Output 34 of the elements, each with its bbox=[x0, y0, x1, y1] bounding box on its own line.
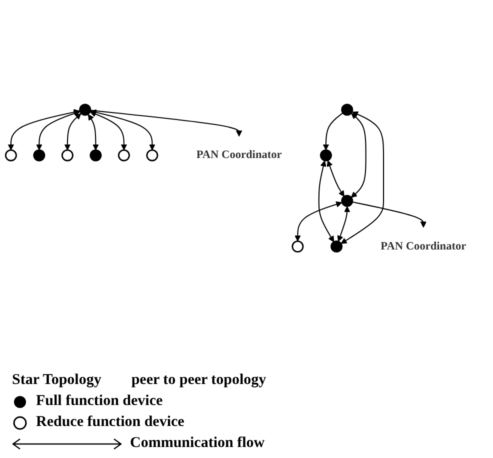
node-circle bbox=[320, 149, 332, 162]
arrow bbox=[337, 206, 350, 242]
arrow bbox=[90, 110, 242, 137]
node-circle bbox=[4, 149, 17, 162]
arrow bbox=[318, 160, 334, 242]
arrow bbox=[36, 110, 80, 150]
arrow bbox=[294, 201, 342, 242]
legend-label: Full function device bbox=[36, 393, 163, 410]
arrow bbox=[322, 112, 344, 150]
node-text: PAN Coordinator bbox=[196, 148, 282, 161]
arrow bbox=[350, 113, 366, 198]
arrow bbox=[90, 111, 128, 150]
topology-caption: Star Topology bbox=[12, 372, 102, 389]
legend-label: Communication flow bbox=[130, 435, 265, 452]
arrow bbox=[340, 111, 384, 244]
node-circle bbox=[292, 240, 304, 252]
node-circle bbox=[90, 149, 102, 162]
node-circle bbox=[79, 104, 92, 116]
legend-label: Reduce function device bbox=[36, 414, 184, 431]
node-circle bbox=[341, 104, 354, 116]
node-circle bbox=[61, 149, 74, 162]
node-circle bbox=[33, 149, 46, 162]
arrow bbox=[90, 109, 156, 150]
arrow bbox=[352, 201, 427, 228]
arrow bbox=[8, 109, 80, 150]
node-circle bbox=[341, 194, 354, 207]
node-circle bbox=[118, 149, 130, 162]
node-circle bbox=[330, 240, 343, 252]
arrow bbox=[64, 113, 82, 150]
topology-caption: peer to peer topology bbox=[131, 372, 266, 389]
node-text: PAN Coordinator bbox=[380, 240, 466, 252]
arrow bbox=[88, 114, 99, 150]
node-circle bbox=[146, 149, 158, 162]
arrow bbox=[326, 160, 344, 197]
